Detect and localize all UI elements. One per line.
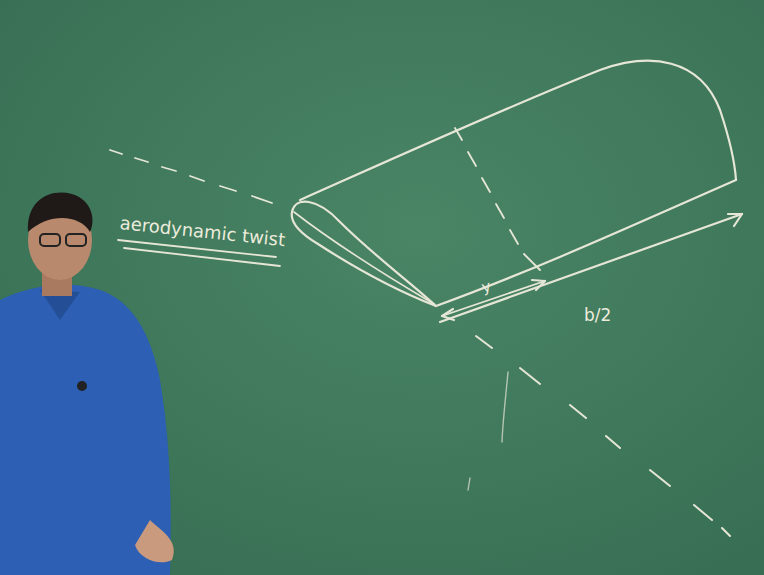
wing-outline — [436, 180, 736, 306]
dimension-line — [442, 281, 545, 316]
lecturer — [0, 193, 174, 575]
airfoil-section — [292, 202, 436, 306]
dashed-line — [476, 336, 730, 536]
chalk-mark — [502, 372, 508, 442]
dashed-line — [455, 128, 540, 270]
wing-outline — [300, 61, 736, 200]
chalk-mark — [468, 478, 470, 490]
arrowhead — [442, 309, 454, 320]
arrowhead — [728, 214, 742, 226]
camber-line — [294, 212, 434, 304]
wing-sketch — [110, 61, 742, 536]
dimension-label: b/2 — [584, 305, 611, 325]
dashed-line — [110, 150, 272, 203]
arrowhead — [532, 280, 545, 290]
